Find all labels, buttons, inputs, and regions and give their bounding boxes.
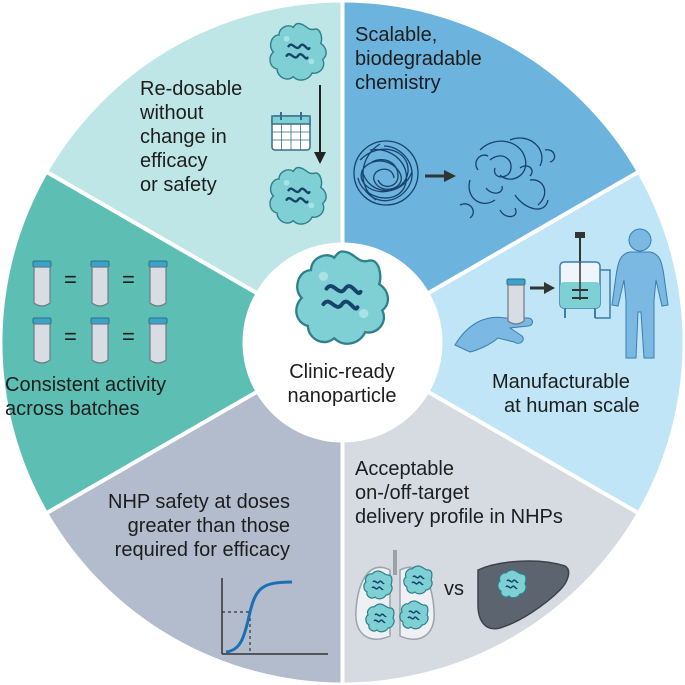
scalable-line: Scalable, (355, 24, 438, 46)
nhp-safety-line: greater than those (127, 515, 290, 537)
hand-icon (454, 316, 533, 353)
equals-sign: = (122, 324, 135, 349)
scalable-label: Scalable, biodegradable chemistry (355, 23, 482, 95)
bioreactor-icon (559, 232, 611, 319)
center-label-line: Clinic-ready (289, 361, 395, 383)
dose-response-curve-icon (221, 578, 328, 655)
lungs-icon (355, 550, 435, 640)
redosable-line: without (140, 102, 204, 124)
liver-icon (477, 560, 570, 630)
polymer-coil-icon (353, 140, 419, 206)
delivery-line: on-/off-target (355, 482, 470, 504)
nhp-safety-line: required for efficacy (114, 539, 290, 561)
delivery-line: delivery profile in NHPs (355, 506, 563, 528)
vial-icon (148, 317, 168, 364)
human-body-icon (611, 228, 669, 359)
manufacturable-label: Manufacturable at human scale (492, 370, 640, 418)
equals-sign: = (64, 324, 77, 349)
vial-icon (148, 260, 168, 307)
vial-icon (90, 260, 110, 307)
nhp-safety-line: NHP safety at doses (108, 491, 290, 513)
down-arrow-icon (314, 85, 326, 164)
segment-nhp-safety (48, 342, 343, 683)
segment-redosable (48, 2, 343, 343)
delivery-line: Acceptable (355, 458, 454, 480)
delivery-label: Acceptable on-/off-target delivery profi… (355, 457, 563, 529)
vial-icon (90, 317, 110, 364)
segment-scalable (342, 2, 637, 343)
segment-consistent (2, 172, 343, 513)
segment-manufacturable (342, 172, 683, 513)
nhp-safety-label: NHP safety at doses greater than those r… (108, 490, 290, 562)
right-arrow-icon (530, 282, 555, 294)
scalable-line: biodegradable (355, 48, 482, 70)
vial-icon (506, 278, 526, 325)
redosable-label: Re-dosable without change in efficacy or… (140, 77, 242, 197)
scalable-line: chemistry (355, 72, 441, 94)
redosable-line: Re-dosable (140, 78, 243, 100)
equals-sign: = (122, 267, 135, 292)
center-label: Clinic-ready nanoparticle (242, 360, 442, 408)
vial-icon (32, 317, 52, 364)
calendar-icon (271, 112, 311, 151)
redosable-line: efficacy (140, 150, 208, 172)
consistent-line: across batches (5, 398, 140, 420)
consistent-line: Consistent activity (5, 374, 167, 396)
equals-sign: = (64, 267, 77, 292)
degraded-polymer-icon (459, 137, 556, 219)
right-arrow-icon (425, 170, 456, 182)
redosable-line: or safety (140, 174, 217, 196)
center-label-line: nanoparticle (287, 385, 397, 407)
vial-icon (32, 260, 52, 307)
manufacturable-line: Manufacturable (492, 371, 630, 393)
consistent-label: Consistent activity across batches (5, 373, 166, 421)
redosable-line: change in (140, 126, 227, 148)
comparison-vs-label: vs (444, 578, 464, 600)
manufacturable-line: at human scale (504, 395, 640, 417)
